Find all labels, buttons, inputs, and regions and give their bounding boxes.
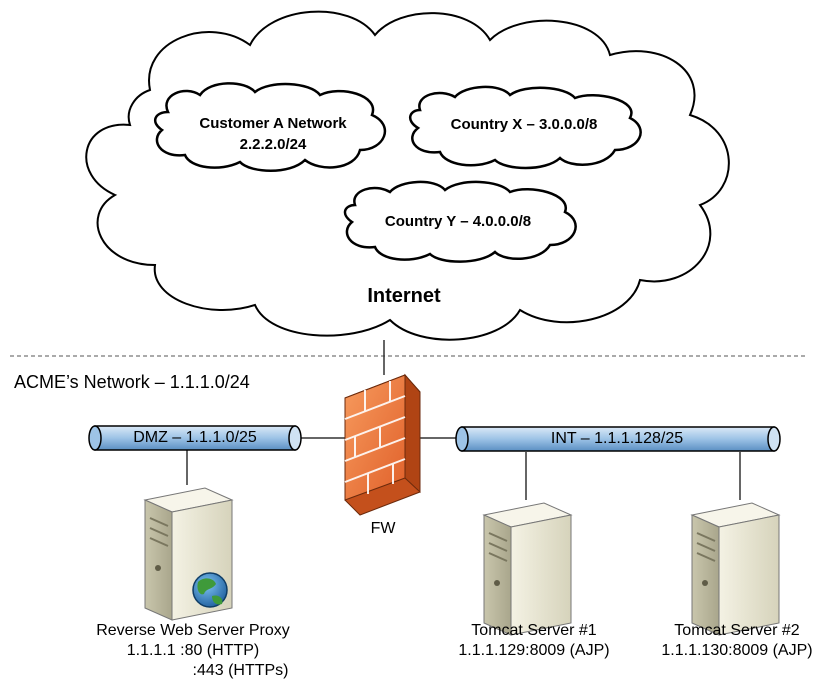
int-label: INT – 1.1.1.128/25	[550, 430, 684, 447]
country-y-label: Country Y – 4.0.0.0/8	[384, 213, 532, 230]
reverse-proxy-server-icon	[143, 487, 234, 621]
customer-a-name: Customer A Network	[199, 115, 347, 132]
firewall-icon	[344, 373, 421, 516]
int-pipe	[455, 426, 781, 452]
acme-network-label: ACME’s Network – 1.1.1.0/24	[14, 372, 250, 392]
dmz-label: DMZ – 1.1.1.0/25	[133, 429, 257, 446]
country-x-cloud	[409, 85, 642, 170]
reverse-proxy-label: Reverse Web Server Proxy 1.1.1.1 :80 (HT…	[96, 621, 290, 681]
reverse-proxy-https: :443 (HTTPs)	[192, 662, 289, 679]
firewall-label: FW	[370, 520, 396, 537]
internet-label: Internet	[367, 285, 441, 307]
customer-a-label: Customer A Network 2.2.2.0/24	[199, 113, 346, 155]
tomcat-2-name: Tomcat Server #2	[674, 622, 800, 639]
tomcat-server-2-icon	[690, 502, 781, 636]
reverse-proxy-address: 1.1.1.1 :80 (HTTP)	[126, 642, 260, 659]
globe-icon	[192, 572, 228, 608]
tomcat-2-address: 1.1.1.130:8009 (AJP)	[661, 642, 813, 659]
connection-lines	[186, 340, 741, 500]
reverse-proxy-name: Reverse Web Server Proxy	[96, 622, 290, 639]
tomcat-1-label: Tomcat Server #1 1.1.1.129:8009 (AJP)	[458, 621, 609, 661]
tomcat-1-address: 1.1.1.129:8009 (AJP)	[458, 642, 610, 659]
customer-a-cloud	[153, 82, 386, 172]
tomcat-server-1-icon	[482, 502, 573, 636]
customer-a-subnet: 2.2.2.0/24	[239, 136, 307, 153]
tomcat-1-name: Tomcat Server #1	[471, 622, 597, 639]
country-x-label: Country X – 3.0.0.0/8	[450, 116, 598, 133]
tomcat-2-label: Tomcat Server #2 1.1.1.130:8009 (AJP)	[661, 621, 812, 661]
dmz-pipe	[88, 425, 302, 451]
country-y-cloud	[343, 180, 577, 263]
